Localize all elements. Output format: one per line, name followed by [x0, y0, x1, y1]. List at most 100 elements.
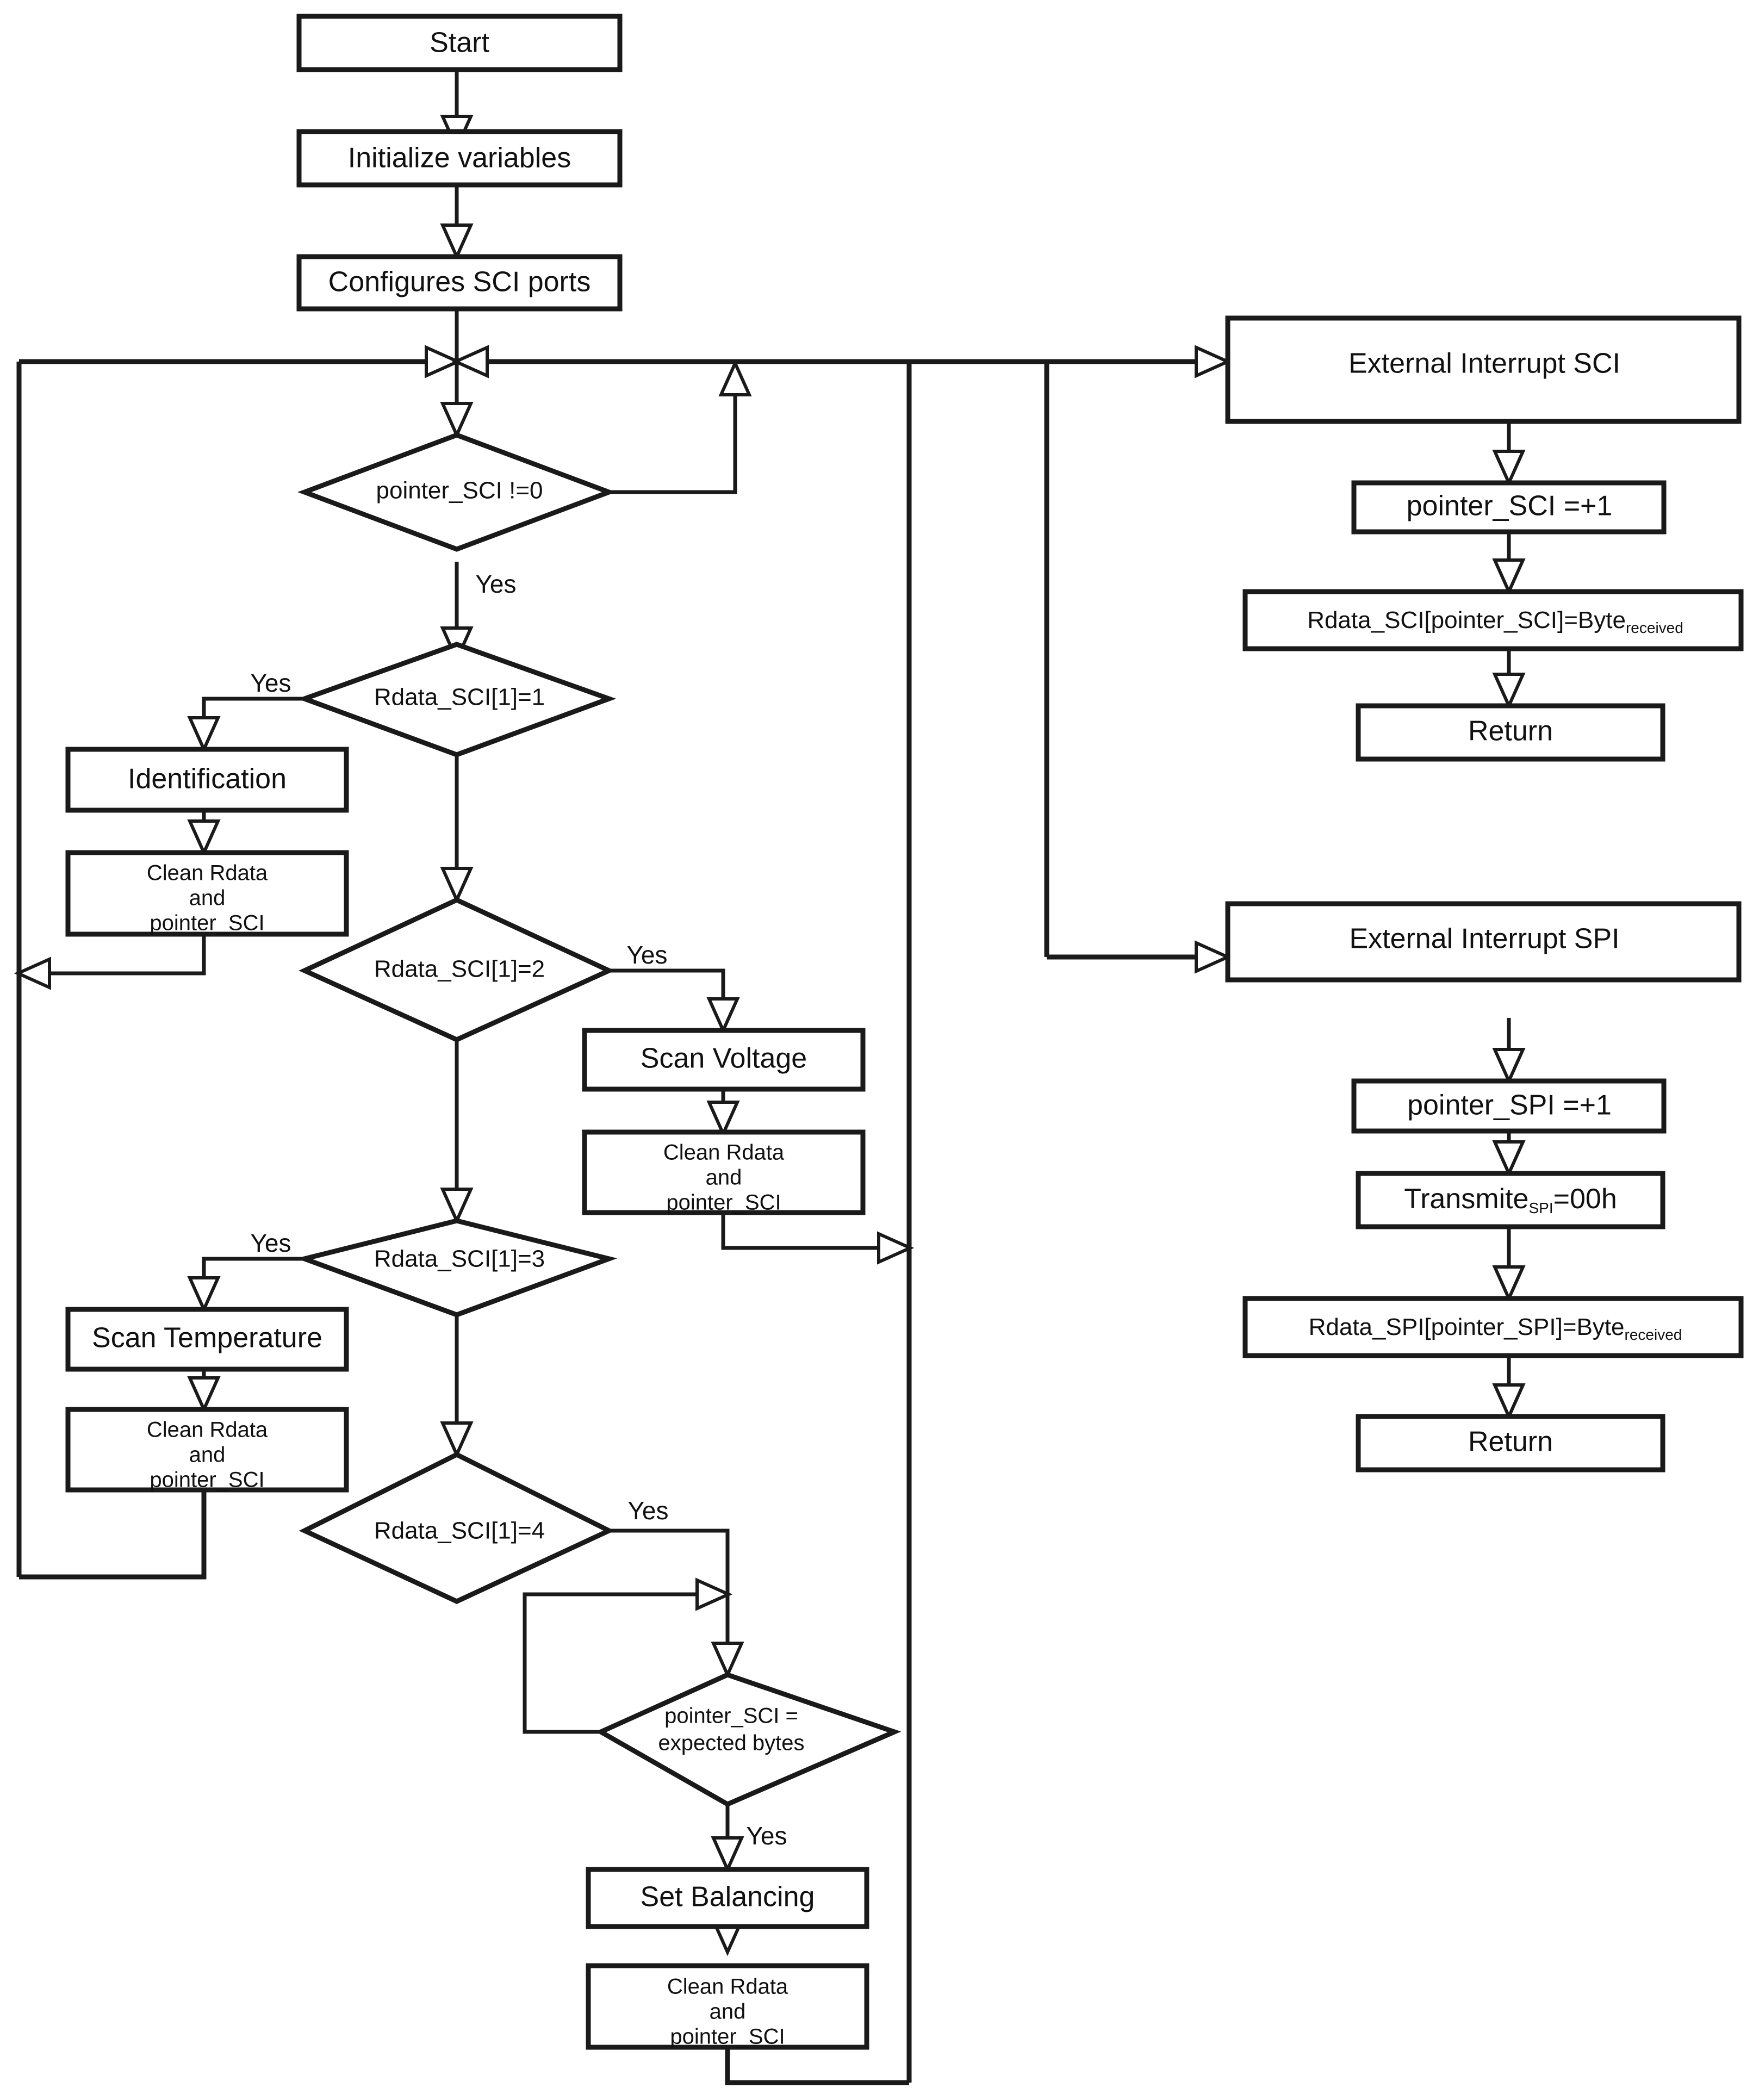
arrowhead-d5 — [440, 1421, 474, 1459]
node-identification[interactable]: Identification — [65, 747, 349, 813]
clean-rdata-3-line-2: and — [189, 1443, 226, 1467]
node-scan-voltage[interactable]: Scan Voltage — [582, 1028, 866, 1092]
rdata-sci-1-eq-2-label: Rdata_SCI[1]=2 — [374, 956, 545, 983]
node-pointer-sci-increment[interactable]: pointer_SCI =+1 — [1351, 480, 1667, 535]
node-pointer-sci-nonzero[interactable]: pointer_SCI !=0 — [297, 432, 616, 552]
node-configures-sci-ports[interactable]: Configures SCI ports — [296, 254, 623, 312]
external-interrupt-sci-label: External Interrupt SCI — [1348, 348, 1620, 380]
arrowhead-expected — [711, 1642, 744, 1679]
edge-label-yes-expected: Yes — [746, 1822, 787, 1850]
node-return-spi[interactable]: Return — [1356, 1414, 1665, 1473]
rdata-spi-store-main: Rdata_SPI[pointer_SPI]=Byte — [1309, 1314, 1625, 1340]
set-balancing-box[interactable] — [586, 1867, 869, 1929]
configures-sci-ports-box[interactable] — [296, 254, 623, 312]
node-rdata-sci-store[interactable]: Rdata_SCI[pointer_SCI]=Bytereceived — [1242, 589, 1744, 651]
arrowhead-clean2 — [706, 1101, 740, 1138]
node-start[interactable]: Start — [296, 14, 623, 72]
edge-d5-yes — [609, 1529, 730, 1656]
external-interrupt-spi-label: External Interrupt SPI — [1349, 923, 1619, 955]
node-return-sci[interactable]: Return — [1356, 703, 1665, 762]
clean-rdata-1-line-2: and — [189, 886, 226, 910]
node-pointer-sci-expected-bytes[interactable]: pointer_SCI = expected bytes — [595, 1672, 902, 1807]
node-initialize-variables[interactable]: Initialize variables — [296, 129, 623, 188]
start-label: Start — [430, 27, 489, 59]
node-rdata-sci-1-eq-3[interactable]: Rdata_SCI[1]=3 — [296, 1218, 618, 1318]
pointer-sci-expected-bytes-diamond[interactable] — [595, 1672, 902, 1807]
arrowhead-identification — [187, 716, 221, 754]
pointer-sci-increment-box[interactable] — [1351, 480, 1667, 535]
external-interrupt-sci-box[interactable] — [1225, 315, 1742, 424]
edge-label-yes-d3: Yes — [626, 941, 667, 969]
clean-rdata-4-line-1: Clean Rdata — [667, 1975, 788, 1999]
node-external-interrupt-spi[interactable]: External Interrupt SPI — [1225, 901, 1742, 983]
return-sci-box[interactable] — [1356, 703, 1665, 762]
arrowhead-storespi — [1492, 1265, 1526, 1303]
node-scan-temperature[interactable]: Scan Temperature — [65, 1307, 349, 1372]
arrowhead-scantemp — [187, 1276, 221, 1314]
rdata-spi-store-box[interactable] — [1242, 1296, 1744, 1358]
arrowhead-clean1-return — [14, 956, 51, 990]
rdata-sci-1-eq-1-diamond[interactable] — [297, 642, 617, 757]
pointer-sci-nonzero-diamond[interactable] — [297, 432, 616, 552]
transmite-spi-pre: Transmite — [1404, 1183, 1528, 1215]
node-clean-rdata-2[interactable]: Clean Rdata and pointer_SCI — [582, 1129, 866, 1215]
edge-clean2-return — [721, 1211, 890, 1250]
clean-rdata-1-box[interactable] — [65, 850, 349, 937]
edge-label-yes-d4: Yes — [250, 1229, 291, 1257]
node-rdata-spi-store[interactable]: Rdata_SPI[pointer_SPI]=Bytereceived — [1242, 1296, 1744, 1358]
identification-box[interactable] — [65, 747, 349, 813]
clean-rdata-3-line-1: Clean Rdata — [147, 1418, 268, 1442]
connector-layer — [14, 70, 1526, 2085]
edge-label-yes-d2: Yes — [250, 669, 291, 697]
arrowhead-return-spi — [1492, 1383, 1526, 1421]
rdata-sci-1-eq-4-diamond[interactable] — [299, 1451, 615, 1604]
initialize-variables-box[interactable] — [296, 129, 623, 188]
rdata-sci-1-eq-1-label: Rdata_SCI[1]=1 — [374, 684, 545, 711]
node-rdata-sci-1-eq-2[interactable]: Rdata_SCI[1]=2 — [299, 897, 615, 1042]
scan-temperature-box[interactable] — [65, 1307, 349, 1372]
rdata-sci-store-box[interactable] — [1242, 589, 1744, 651]
arrowhead-transmite — [1492, 1140, 1526, 1178]
pointer-spi-increment-box[interactable] — [1351, 1078, 1667, 1134]
node-pointer-spi-increment[interactable]: pointer_SPI =+1 — [1351, 1078, 1667, 1134]
node-rdata-sci-1-eq-4[interactable]: Rdata_SCI[1]=4 — [299, 1451, 615, 1604]
clean-rdata-3-line-3: pointer_SCI — [150, 1468, 264, 1492]
rdata-sci-store-text: Rdata_SCI[pointer_SCI]=Bytereceived — [1307, 607, 1683, 637]
clean-rdata-2-box[interactable] — [582, 1129, 866, 1215]
node-clean-rdata-4[interactable]: Clean Rdata and pointer_SCI — [586, 1963, 869, 2050]
clean-rdata-4-line-3: pointer_SCI — [670, 2025, 785, 2049]
arrowhead-junction-from-left — [425, 345, 462, 378]
initialize-variables-label: Initialize variables — [348, 142, 571, 174]
rdata-sci-1-eq-3-diamond[interactable] — [296, 1218, 618, 1318]
clean-rdata-1-line-1: Clean Rdata — [147, 861, 268, 885]
clean-rdata-4-line-2: and — [710, 2000, 746, 2024]
edge-label-yes-d5: Yes — [627, 1496, 668, 1525]
rdata-sci-1-eq-2-diamond[interactable] — [299, 897, 615, 1042]
arrowhead-scanvoltage — [706, 997, 740, 1035]
node-set-balancing[interactable]: Set Balancing — [586, 1867, 869, 1929]
rdata-sci-1-eq-3-label: Rdata_SCI[1]=3 — [374, 1246, 545, 1272]
arrowhead-d3 — [440, 867, 474, 904]
node-transmite-spi[interactable]: TransmiteSPI=00h — [1356, 1171, 1665, 1229]
rdata-sci-1-eq-4-label: Rdata_SCI[1]=4 — [374, 1518, 545, 1544]
external-interrupt-spi-box[interactable] — [1225, 901, 1742, 983]
scan-temperature-label: Scan Temperature — [92, 1322, 322, 1354]
node-external-interrupt-sci[interactable]: External Interrupt SCI — [1225, 315, 1742, 424]
node-clean-rdata-3[interactable]: Clean Rdata and pointer_SCI — [65, 1407, 349, 1493]
arrowhead-clean1 — [187, 819, 221, 857]
rdata-spi-store-sub: received — [1625, 1326, 1682, 1343]
node-clean-rdata-1[interactable]: Clean Rdata and pointer_SCI — [65, 850, 349, 937]
transmite-spi-box[interactable] — [1356, 1171, 1665, 1229]
scan-voltage-box[interactable] — [582, 1028, 866, 1092]
node-rdata-sci-1-eq-1[interactable]: Rdata_SCI[1]=1 — [297, 642, 617, 757]
scan-voltage-label: Scan Voltage — [641, 1043, 807, 1074]
start-box[interactable] — [296, 14, 623, 72]
clean-rdata-3-box[interactable] — [65, 1407, 349, 1493]
arrowhead-d1 — [440, 402, 474, 439]
configures-sci-ports-label: Configures SCI ports — [328, 266, 591, 298]
return-spi-box[interactable] — [1356, 1414, 1665, 1473]
pointer-sci-increment-label: pointer_SCI =+1 — [1407, 490, 1613, 522]
clean-rdata-4-box[interactable] — [586, 1963, 869, 2050]
